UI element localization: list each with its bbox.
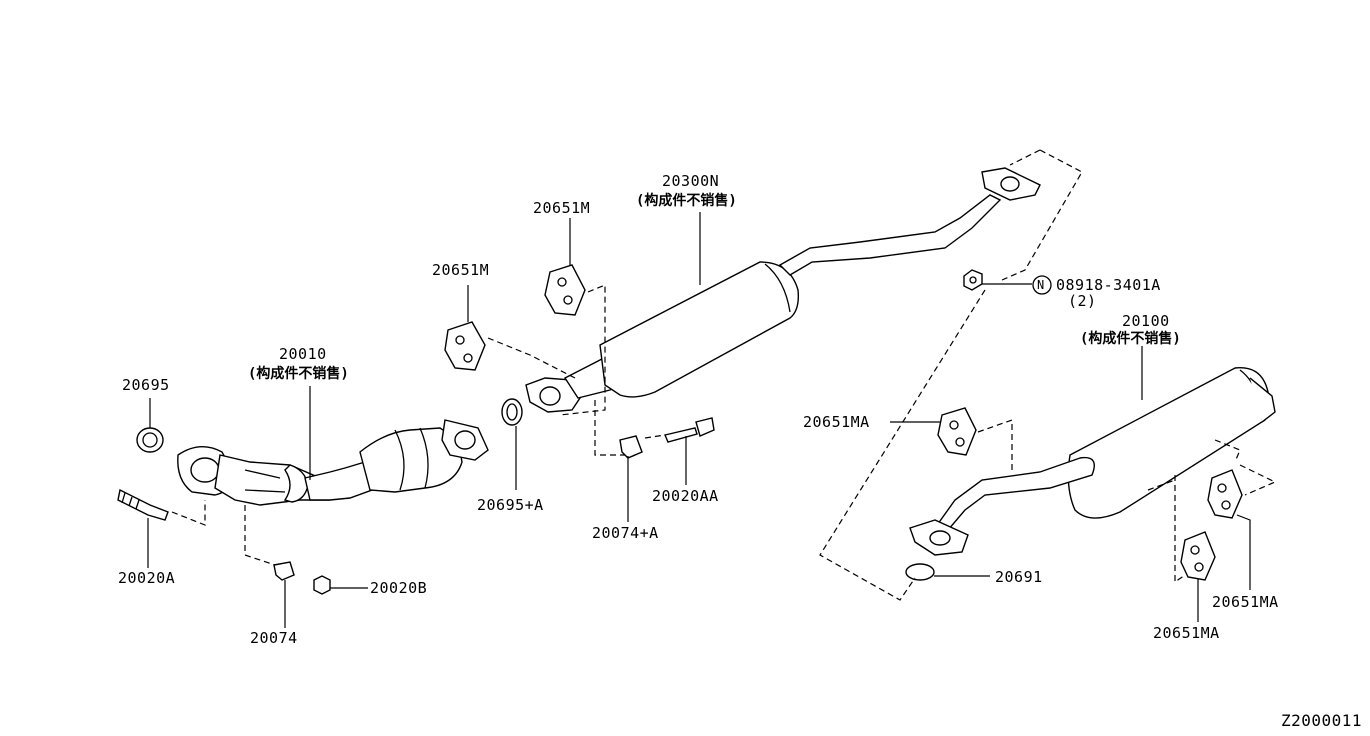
hanger-20651M-left[interactable] (444, 321, 486, 371)
figure-code: Z2000011 (1280, 711, 1362, 730)
hanger-20651M-mid[interactable] (544, 264, 586, 316)
gasket-20695[interactable] (136, 427, 164, 453)
main-muffler-20100[interactable] (909, 367, 1276, 556)
center-muffler-20300N[interactable] (525, 167, 1041, 413)
label-20010: 20010 (279, 345, 327, 363)
label-20020AA: 20020AA (652, 487, 719, 505)
label-20100-note: (构成件不销售) (1080, 331, 1181, 347)
stud-bolt-20020A[interactable] (117, 488, 169, 521)
bolt-20020AA[interactable] (664, 417, 715, 443)
nut-20020B[interactable] (313, 575, 331, 595)
label-20300N: 20300N (662, 172, 720, 190)
label-20651MA-left: 20651MA (803, 413, 870, 431)
gasket-20691[interactable] (905, 563, 935, 581)
label-20651M-mid: 20651M (533, 199, 591, 217)
label-n-symbol: N (1037, 278, 1045, 292)
label-20020B: 20020B (370, 579, 428, 597)
spacer-20074[interactable] (273, 561, 295, 581)
nut-08918[interactable] (963, 269, 983, 291)
label-20651M-left: 20651M (432, 261, 490, 279)
assembly-dashed-lines (171, 149, 1277, 601)
hanger-20651MA-bottom[interactable] (1180, 531, 1216, 581)
spacer-20074A[interactable] (619, 435, 643, 459)
label-20695: 20695 (122, 376, 170, 394)
front-tube-catalyst-20010[interactable] (177, 419, 489, 506)
label-20300N-note: (构成件不销售) (636, 193, 737, 209)
label-20691: 20691 (995, 568, 1043, 586)
hanger-20651MA-left[interactable] (937, 407, 977, 456)
label-20651MA-right: 20651MA (1212, 593, 1279, 611)
leader-lines (147, 212, 1251, 628)
hanger-20651MA-right[interactable] (1207, 469, 1243, 519)
label-08918: 08918-3401A (1056, 276, 1161, 294)
label-08918-qty: (2) (1068, 292, 1097, 310)
n-symbol-circle (1032, 275, 1052, 295)
label-20100: 20100 (1122, 312, 1170, 330)
label-20074: 20074 (250, 629, 298, 647)
label-20695A: 20695+A (477, 496, 544, 514)
gasket-20695A[interactable] (501, 398, 523, 426)
label-20074A: 20074+A (592, 524, 659, 542)
label-20020A: 20020A (118, 569, 176, 587)
label-20010-note: (构成件不销售) (248, 366, 349, 382)
label-20651MA-bottom: 20651MA (1153, 624, 1220, 642)
